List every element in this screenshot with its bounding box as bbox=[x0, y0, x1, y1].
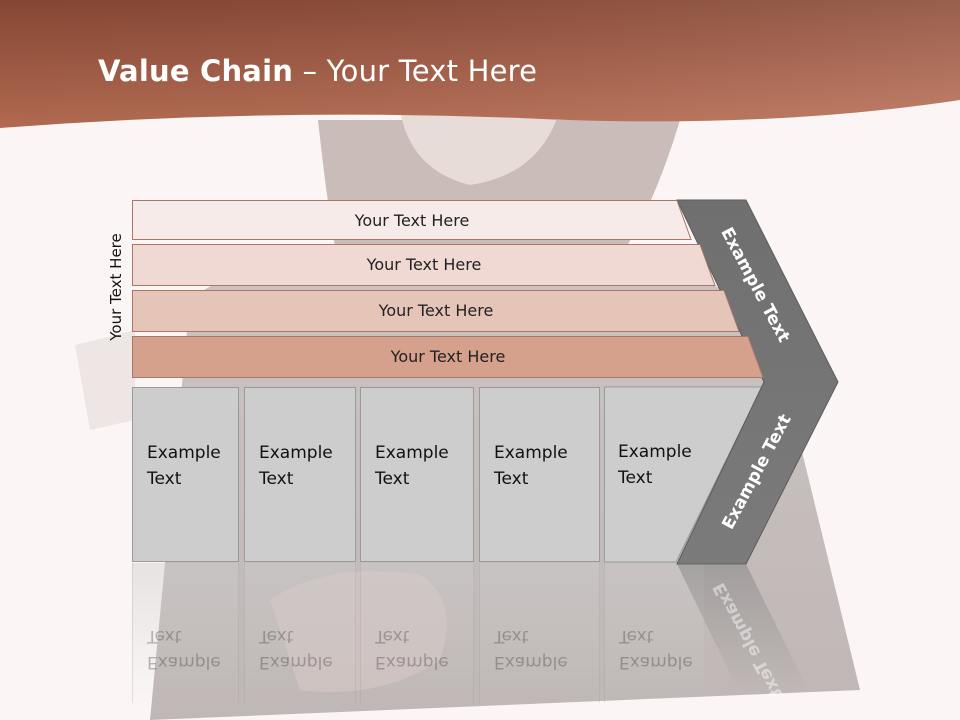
support-row-2-label: Your Text Here bbox=[366, 254, 482, 274]
title-rest: – Your Text Here bbox=[293, 54, 538, 88]
support-row-4-label: Your Text Here bbox=[390, 346, 506, 366]
activity-label: Example Text bbox=[494, 443, 568, 489]
support-row-1-label: Your Text Here bbox=[354, 210, 470, 230]
activity-reflection-4: Example Text bbox=[479, 563, 600, 703]
activity-box-5: Example Text bbox=[604, 387, 704, 562]
page-title: Value Chain – Your Text Here bbox=[98, 54, 537, 88]
activity-reflection-1: Example Text bbox=[132, 563, 239, 703]
reflection-label: Example Text bbox=[147, 626, 221, 672]
activity-reflection-3: Example Text bbox=[360, 563, 474, 703]
support-row-1: Your Text Here bbox=[132, 200, 692, 240]
activity-box-4: Example Text bbox=[479, 387, 600, 562]
activity-box-2: Example Text bbox=[244, 387, 356, 562]
support-row-3: Your Text Here bbox=[132, 290, 740, 332]
support-row-3-label: Your Text Here bbox=[378, 300, 494, 320]
activity-reflection-2: Example Text bbox=[244, 563, 356, 703]
activity-label: Example Text bbox=[259, 443, 333, 489]
activity-label: Example Text bbox=[147, 443, 221, 489]
title-bold: Value Chain bbox=[98, 54, 294, 88]
side-label: Your Text Here bbox=[107, 233, 125, 341]
margin-chevron-reflection bbox=[677, 564, 810, 694]
activity-label: Example Text bbox=[375, 443, 449, 489]
support-row-4: Your Text Here bbox=[132, 336, 764, 378]
activity-box-5-shape bbox=[604, 386, 763, 563]
header-banner bbox=[0, 0, 960, 128]
activity-box-3: Example Text bbox=[360, 387, 474, 562]
activity-reflection-5: Example Text bbox=[604, 563, 704, 703]
reflection-label: Example Text bbox=[259, 626, 333, 672]
activity-box-1: Example Text bbox=[132, 387, 239, 562]
activity-label: Example Text bbox=[618, 442, 692, 488]
reflection-label: Example Text bbox=[494, 626, 568, 672]
support-row-2: Your Text Here bbox=[132, 244, 716, 286]
reflection-label: Example Text bbox=[375, 626, 449, 672]
